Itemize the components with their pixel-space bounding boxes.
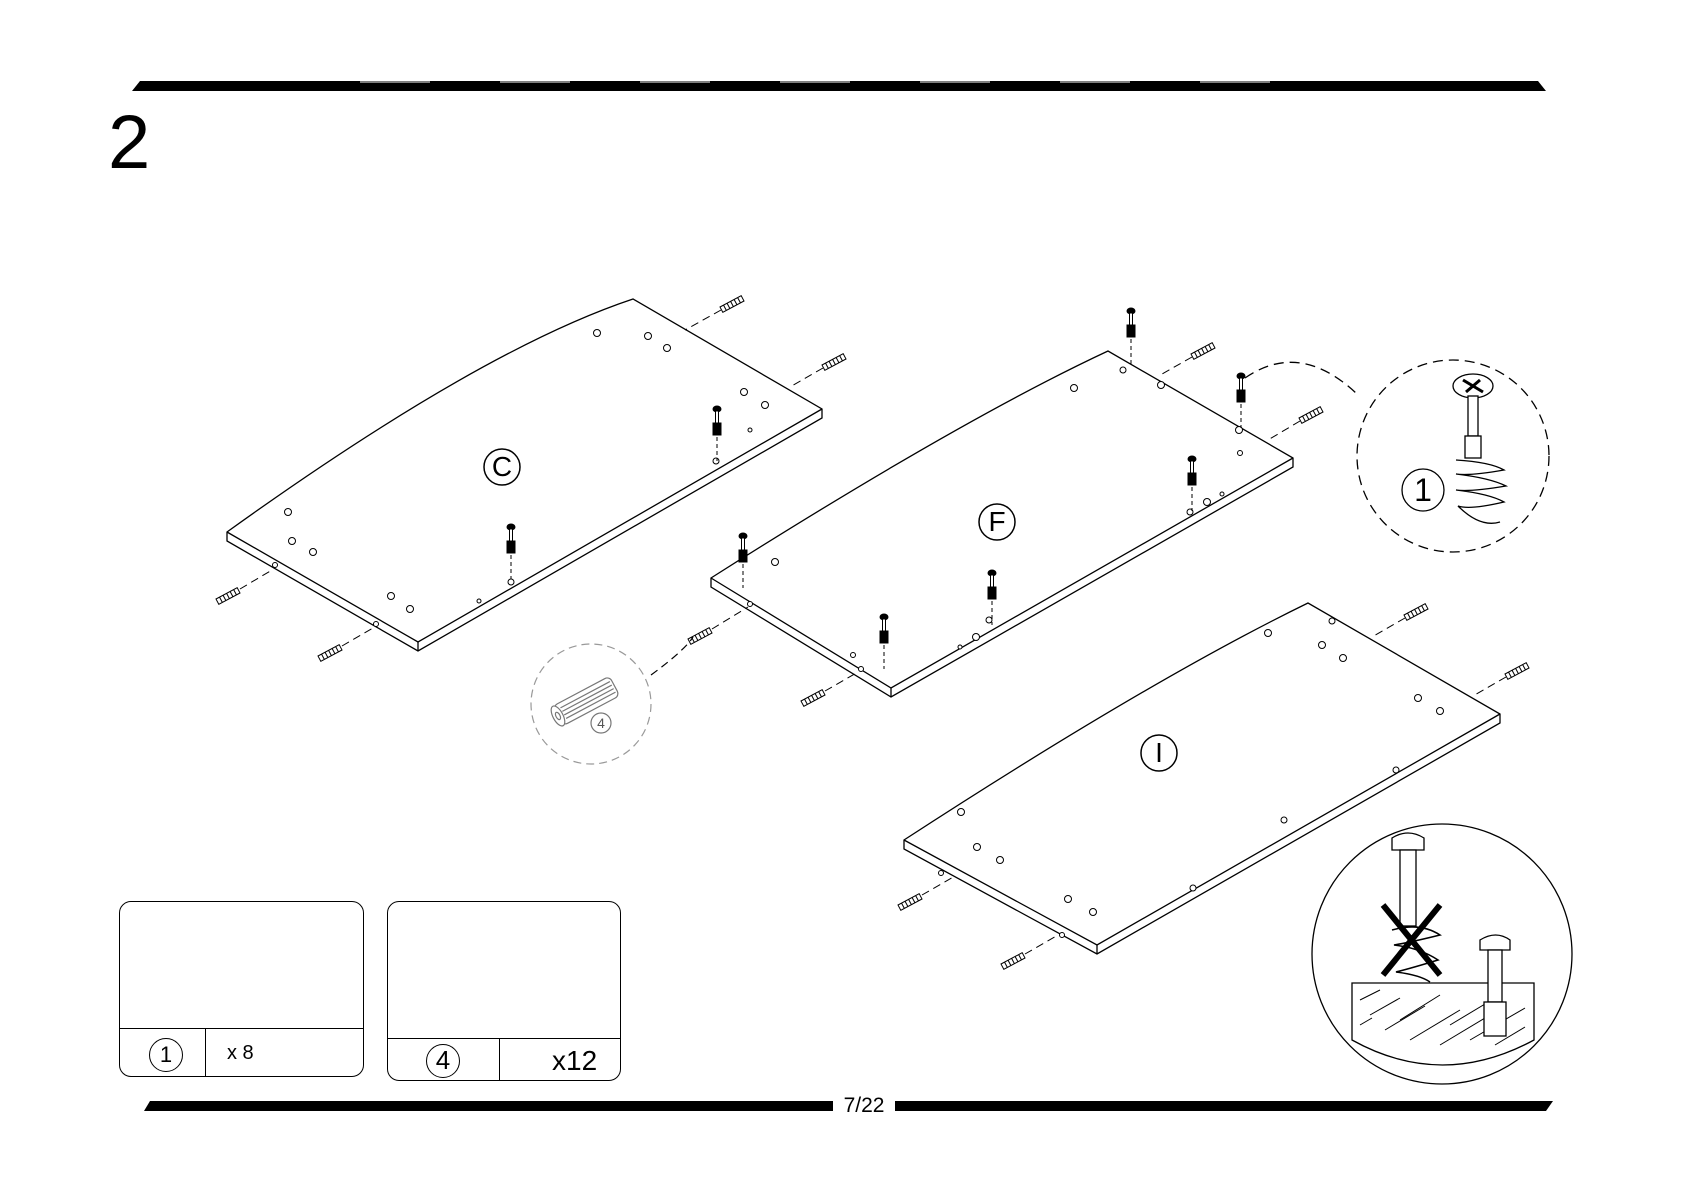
dowel-detail — [531, 637, 693, 764]
dowel — [1191, 343, 1215, 360]
parts-box-cam-bolt: 1 x 8 — [119, 901, 364, 1077]
part-number: 1 — [149, 1038, 183, 1072]
dowel — [1404, 604, 1428, 621]
dowel — [318, 645, 342, 662]
panel-i-label: I — [1139, 733, 1179, 773]
step-number: 2 — [108, 105, 150, 181]
dowel — [1001, 953, 1025, 970]
dowel — [1299, 407, 1323, 424]
dowel — [801, 690, 825, 707]
dowel — [822, 354, 846, 371]
parts-box-dowel: 4 x12 — [387, 901, 621, 1081]
page-number: 7/22 — [836, 1094, 892, 1118]
insertion-detail — [1312, 824, 1572, 1084]
dowel — [1505, 663, 1529, 680]
cam-bolt-callout-number: 1 — [1401, 468, 1445, 512]
part-number: 4 — [426, 1044, 460, 1078]
bottom-rule-left — [144, 1101, 833, 1111]
part-quantity: x 8 — [227, 1042, 254, 1065]
dowel — [720, 296, 744, 313]
part-quantity: x12 — [552, 1045, 597, 1077]
panel-f-label: F — [977, 502, 1017, 542]
dowel-callout-number: 4 — [591, 713, 611, 733]
bottom-rule-right — [895, 1101, 1553, 1111]
cam-bolt — [1127, 308, 1135, 366]
dowel — [688, 628, 712, 645]
cam-bolt — [1237, 373, 1245, 428]
dowel — [898, 894, 922, 911]
dowel — [216, 588, 240, 605]
panel-c-label: C — [482, 447, 522, 487]
